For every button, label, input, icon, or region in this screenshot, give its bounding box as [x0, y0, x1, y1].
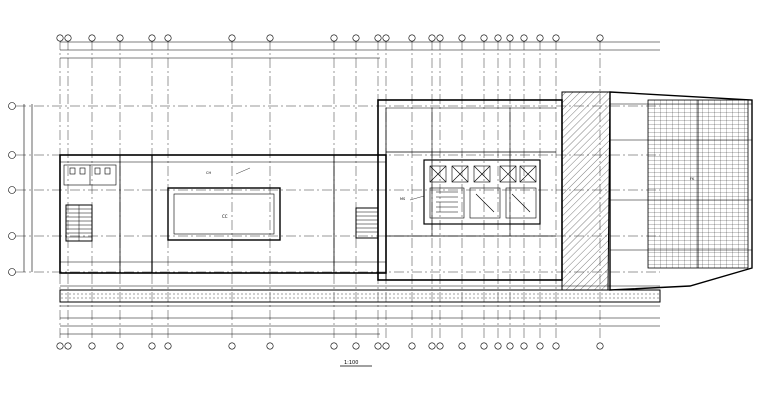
- grid-bubble: [374, 34, 382, 42]
- annotations: CH MS FK: [206, 167, 695, 201]
- grid-bubble: [408, 342, 416, 350]
- grid-bubble: [266, 342, 274, 350]
- grid-bubble: [374, 342, 382, 350]
- label-ms: MS: [400, 197, 406, 201]
- central-void: CC: [167, 187, 281, 241]
- grid-bubble: [88, 342, 96, 350]
- grid-bubble: [408, 34, 416, 42]
- middle-stair: [355, 207, 379, 239]
- grid-bubble: [64, 34, 72, 42]
- grid-bubble: [116, 34, 124, 42]
- grid-bubble: [56, 34, 64, 42]
- grid-bubble: [148, 34, 156, 42]
- label-ch: CH: [206, 171, 211, 175]
- grid-bubble: [552, 342, 560, 350]
- column-grid-bubbles: [56, 34, 604, 350]
- grid-bubble: [352, 34, 360, 42]
- grid-bubble: [116, 342, 124, 350]
- left-toilet-rooms: [63, 164, 117, 186]
- grid-bubble: [148, 342, 156, 350]
- grid-bubble: [536, 34, 544, 42]
- grid-bubble: [228, 34, 236, 42]
- central-block-walls: [377, 99, 563, 281]
- grid-bubble: [428, 34, 436, 42]
- bottom-ground-strip: [59, 285, 661, 307]
- grid-bubble: [164, 34, 172, 42]
- grid-bubble: [536, 342, 544, 350]
- grid-bubble: [506, 34, 514, 42]
- left-dimension-lines: [23, 104, 33, 272]
- top-dimension-lines: [60, 41, 660, 59]
- grid-bubble: [266, 34, 274, 42]
- grid-bubble: [458, 34, 466, 42]
- grid-bubble: [428, 342, 436, 350]
- grid-bubble: [330, 34, 338, 42]
- drawing-title: 1:100: [344, 360, 358, 366]
- left-grid-bubbles: [8, 102, 16, 276]
- grid-bubble: [436, 34, 444, 42]
- grid-bubble: [56, 342, 64, 350]
- hatched-transition-band: [561, 91, 611, 291]
- grid-bubble: [494, 34, 502, 42]
- central-core: [423, 159, 541, 225]
- void-label: CC: [222, 214, 228, 219]
- bottom-dimension-lines: [60, 317, 660, 335]
- grid-bubble: [64, 342, 72, 350]
- grid-bubble: [596, 34, 604, 42]
- grid-bubble: [494, 342, 502, 350]
- grid-bubble: [164, 342, 172, 350]
- grid-bubble: [436, 342, 444, 350]
- grid-bubble: [552, 34, 560, 42]
- grid-bubble: [458, 342, 466, 350]
- label-fk: FK: [690, 177, 695, 181]
- grid-bubble: [330, 342, 338, 350]
- grid-bubble: [352, 342, 360, 350]
- grid-bubble: [228, 342, 236, 350]
- grid-bubble: [596, 342, 604, 350]
- grid-bubble: [480, 34, 488, 42]
- grid-bubble: [88, 34, 96, 42]
- right-wing: [609, 91, 753, 291]
- grid-bubble: [382, 34, 390, 42]
- grid-bubble: [520, 342, 528, 350]
- grid-bubble: [382, 342, 390, 350]
- grid-bubble: [520, 34, 528, 42]
- grid-bubble: [480, 342, 488, 350]
- left-stair: [65, 204, 93, 242]
- grid-bubble: [506, 342, 514, 350]
